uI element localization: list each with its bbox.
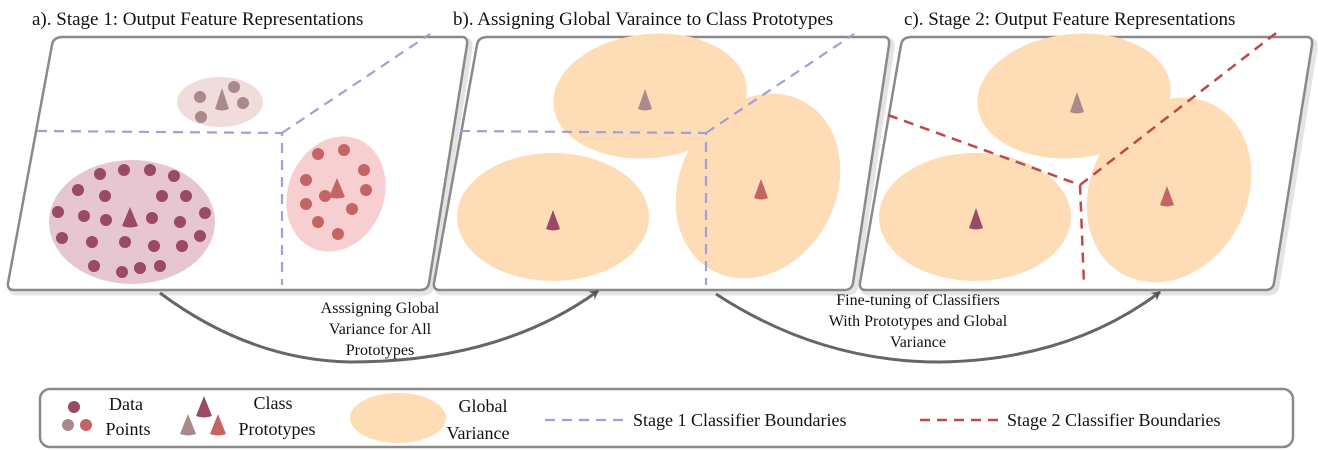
legend-stage2-label: Stage 2 Classifier Boundaries (1007, 410, 1220, 430)
transition-arrow-2 (715, 290, 1161, 364)
prototype-b-dark (546, 210, 560, 231)
global-variance-c (879, 33, 1252, 283)
legend-class-prototypes-line2: Prototypes (238, 419, 315, 439)
stage1-boundary-a (36, 33, 431, 285)
stage2-boundary-c (887, 29, 1281, 286)
legend: Data Points Class Prototypes Global Vari… (38, 387, 1295, 449)
prototype-c-muted (1070, 92, 1084, 114)
data-points-red (300, 144, 372, 240)
svg-text:With Prototypes and Global: With Prototypes and Global (829, 313, 1008, 330)
data-points-muted (194, 81, 249, 123)
prototype-c-red (1160, 186, 1174, 207)
prototype-b-red (754, 179, 768, 200)
panel-c-title: c). Stage 2: Output Feature Representati… (904, 9, 1235, 30)
panel-a (6, 33, 473, 296)
legend-data-points-line2: Points (105, 419, 150, 439)
class-prototype-dark (122, 207, 138, 228)
transition-label-2: Fine-tuning of Classifiers With Prototyp… (829, 292, 1008, 351)
svg-text:Variance: Variance (890, 334, 946, 351)
svg-text:Asssigning Global: Asssigning Global (321, 300, 440, 317)
legend-box (38, 387, 1295, 449)
prototype-c-dark (969, 208, 983, 230)
panel-c (858, 29, 1318, 296)
data-points-dark (52, 164, 211, 278)
legend-data-points-line1: Data (109, 394, 143, 414)
legend-global-variance-line2: Variance (447, 423, 510, 443)
global-variance-b (457, 33, 841, 281)
legend-class-prototypes-icon (180, 396, 226, 436)
class-prototype-muted (215, 88, 229, 111)
legend-global-variance-line1: Global (459, 396, 508, 416)
transition-label-1: Asssigning Global Variance for All Proto… (321, 300, 440, 359)
legend-stage1-label: Stage 1 Classifier Boundaries (633, 410, 846, 430)
legend-data-points-icon (62, 401, 92, 431)
panel-b-title: b). Assigning Global Varaince to Class P… (453, 9, 833, 30)
legend-class-prototypes-line1: Class (253, 393, 292, 413)
panel-a-title: a). Stage 1: Output Feature Representati… (32, 9, 363, 30)
panel-b (432, 33, 895, 296)
stage1-boundary-b (459, 33, 855, 285)
legend-global-variance-icon (350, 393, 446, 443)
class-prototype-red (329, 178, 345, 199)
transition-arrow-1 (159, 289, 599, 364)
prototype-b-muted (638, 89, 652, 111)
svg-text:Fine-tuning of Classifiers: Fine-tuning of Classifiers (836, 292, 1000, 309)
svg-text:Prototypes: Prototypes (346, 342, 414, 359)
svg-text:Variance for All: Variance for All (329, 321, 432, 338)
